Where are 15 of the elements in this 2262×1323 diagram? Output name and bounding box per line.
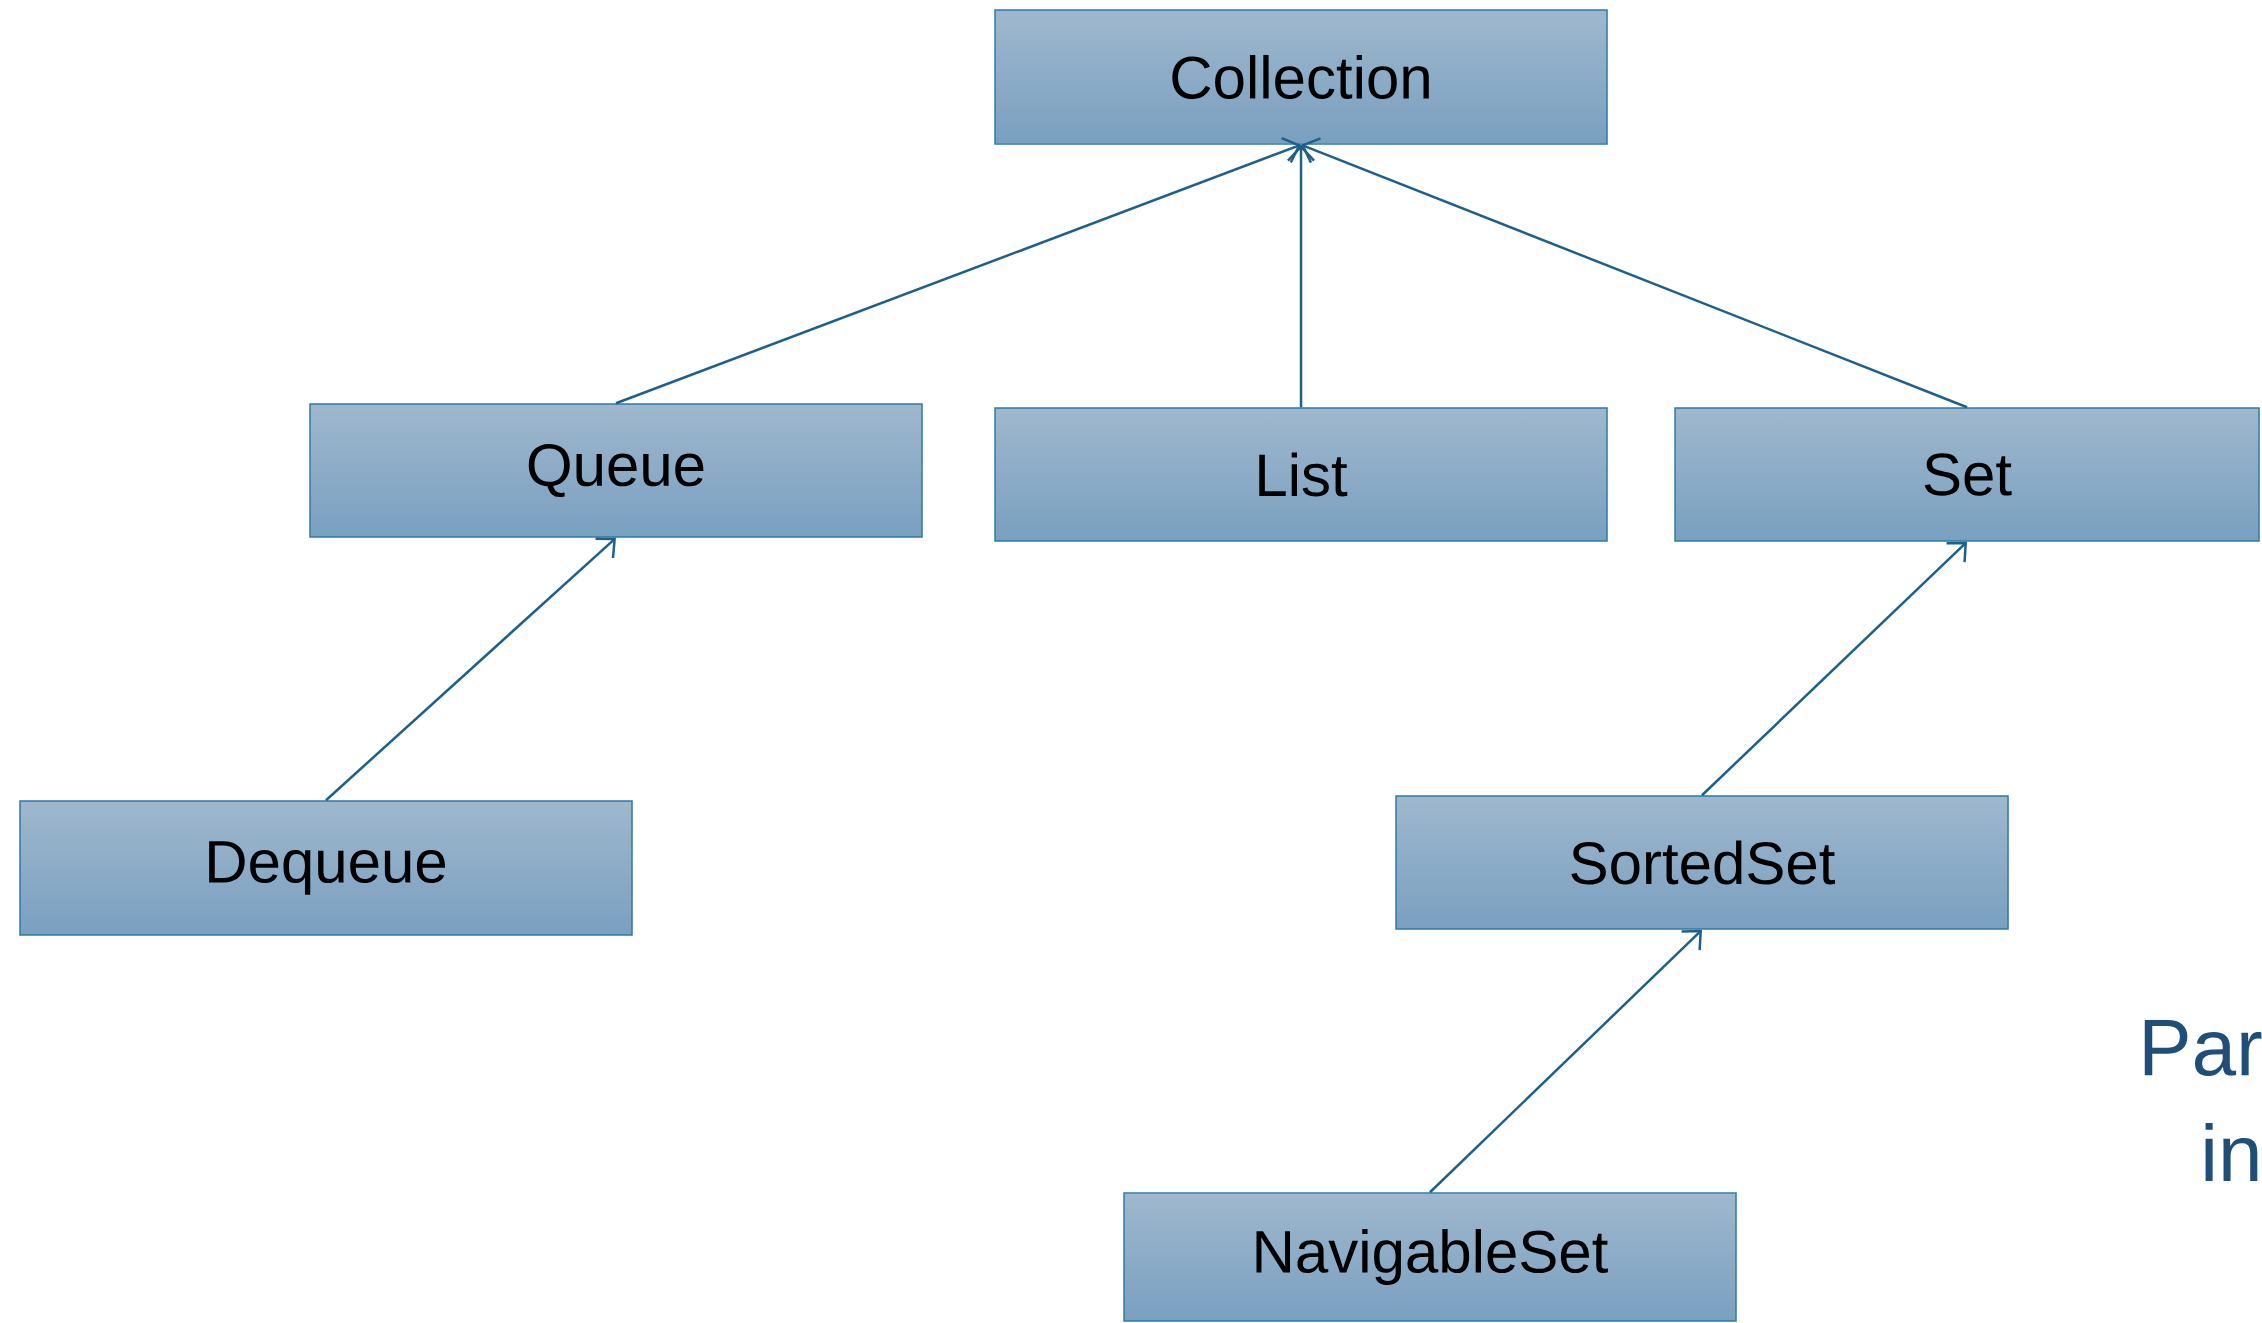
class-box: List: [994, 407, 1608, 542]
text-fragment: in: [2205, 1123, 2258, 1181]
arrow: [1287, 144, 1315, 408]
class-box: Set: [1674, 407, 2260, 542]
class-box: SortedSet: [1395, 795, 2009, 930]
class-box: Queue: [309, 403, 923, 538]
text-fragment: Par: [2144, 1020, 2262, 1076]
class-box: Dequeue: [19, 800, 633, 936]
class-box: Collection: [994, 9, 1608, 145]
arrow: [1429, 929, 1703, 1194]
arrow: [1301, 137, 1968, 409]
arrow: [1701, 541, 1968, 797]
arrow: [615, 137, 1301, 405]
class-box: NavigableSet: [1123, 1192, 1737, 1322]
arrow: [325, 537, 616, 802]
